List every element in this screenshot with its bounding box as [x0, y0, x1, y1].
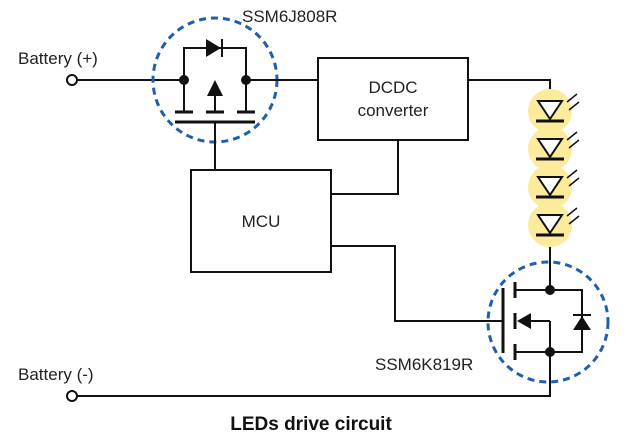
mcu-label: MCU	[242, 212, 281, 231]
pmos-body-diode-wire	[183, 47, 247, 80]
dcdc-label-line1: DCDC	[368, 78, 417, 97]
dcdc-label-line2: converter	[358, 101, 429, 120]
wire-mcu-to-nmos-gate	[331, 245, 503, 322]
nmos-transistor: SSM6K819R	[375, 260, 610, 384]
pmos-body-arrow	[207, 80, 223, 96]
pmos-part-label: SSM6J808R	[242, 7, 337, 26]
mcu-block: MCU	[190, 169, 332, 273]
nmos-body-diode	[573, 316, 591, 330]
battery-positive-label: Battery (+)	[18, 49, 98, 68]
nmos-body-arrow	[517, 313, 531, 329]
battery-negative-terminal	[66, 390, 78, 402]
led-2	[528, 127, 580, 171]
dcdc-converter-block: DCDC converter	[317, 57, 469, 141]
led-1	[528, 89, 580, 133]
nmos-body-diode-wire	[550, 289, 583, 353]
wire-dcdc-to-mcu	[331, 140, 399, 195]
pmos-transistor: SSM6J808R	[151, 7, 337, 170]
led-4	[528, 203, 580, 247]
pmos-body-diode	[206, 39, 221, 57]
battery-positive-terminal	[66, 74, 78, 86]
led-string	[528, 89, 580, 288]
nmos-highlight-ring	[486, 260, 610, 384]
nmos-part-label: SSM6K819R	[375, 355, 473, 374]
led-3	[528, 165, 580, 209]
wire-nmos-to-battery-negative	[77, 352, 551, 397]
diagram-caption: LEDs drive circuit	[230, 414, 392, 435]
battery-negative-label: Battery (-)	[18, 365, 94, 384]
